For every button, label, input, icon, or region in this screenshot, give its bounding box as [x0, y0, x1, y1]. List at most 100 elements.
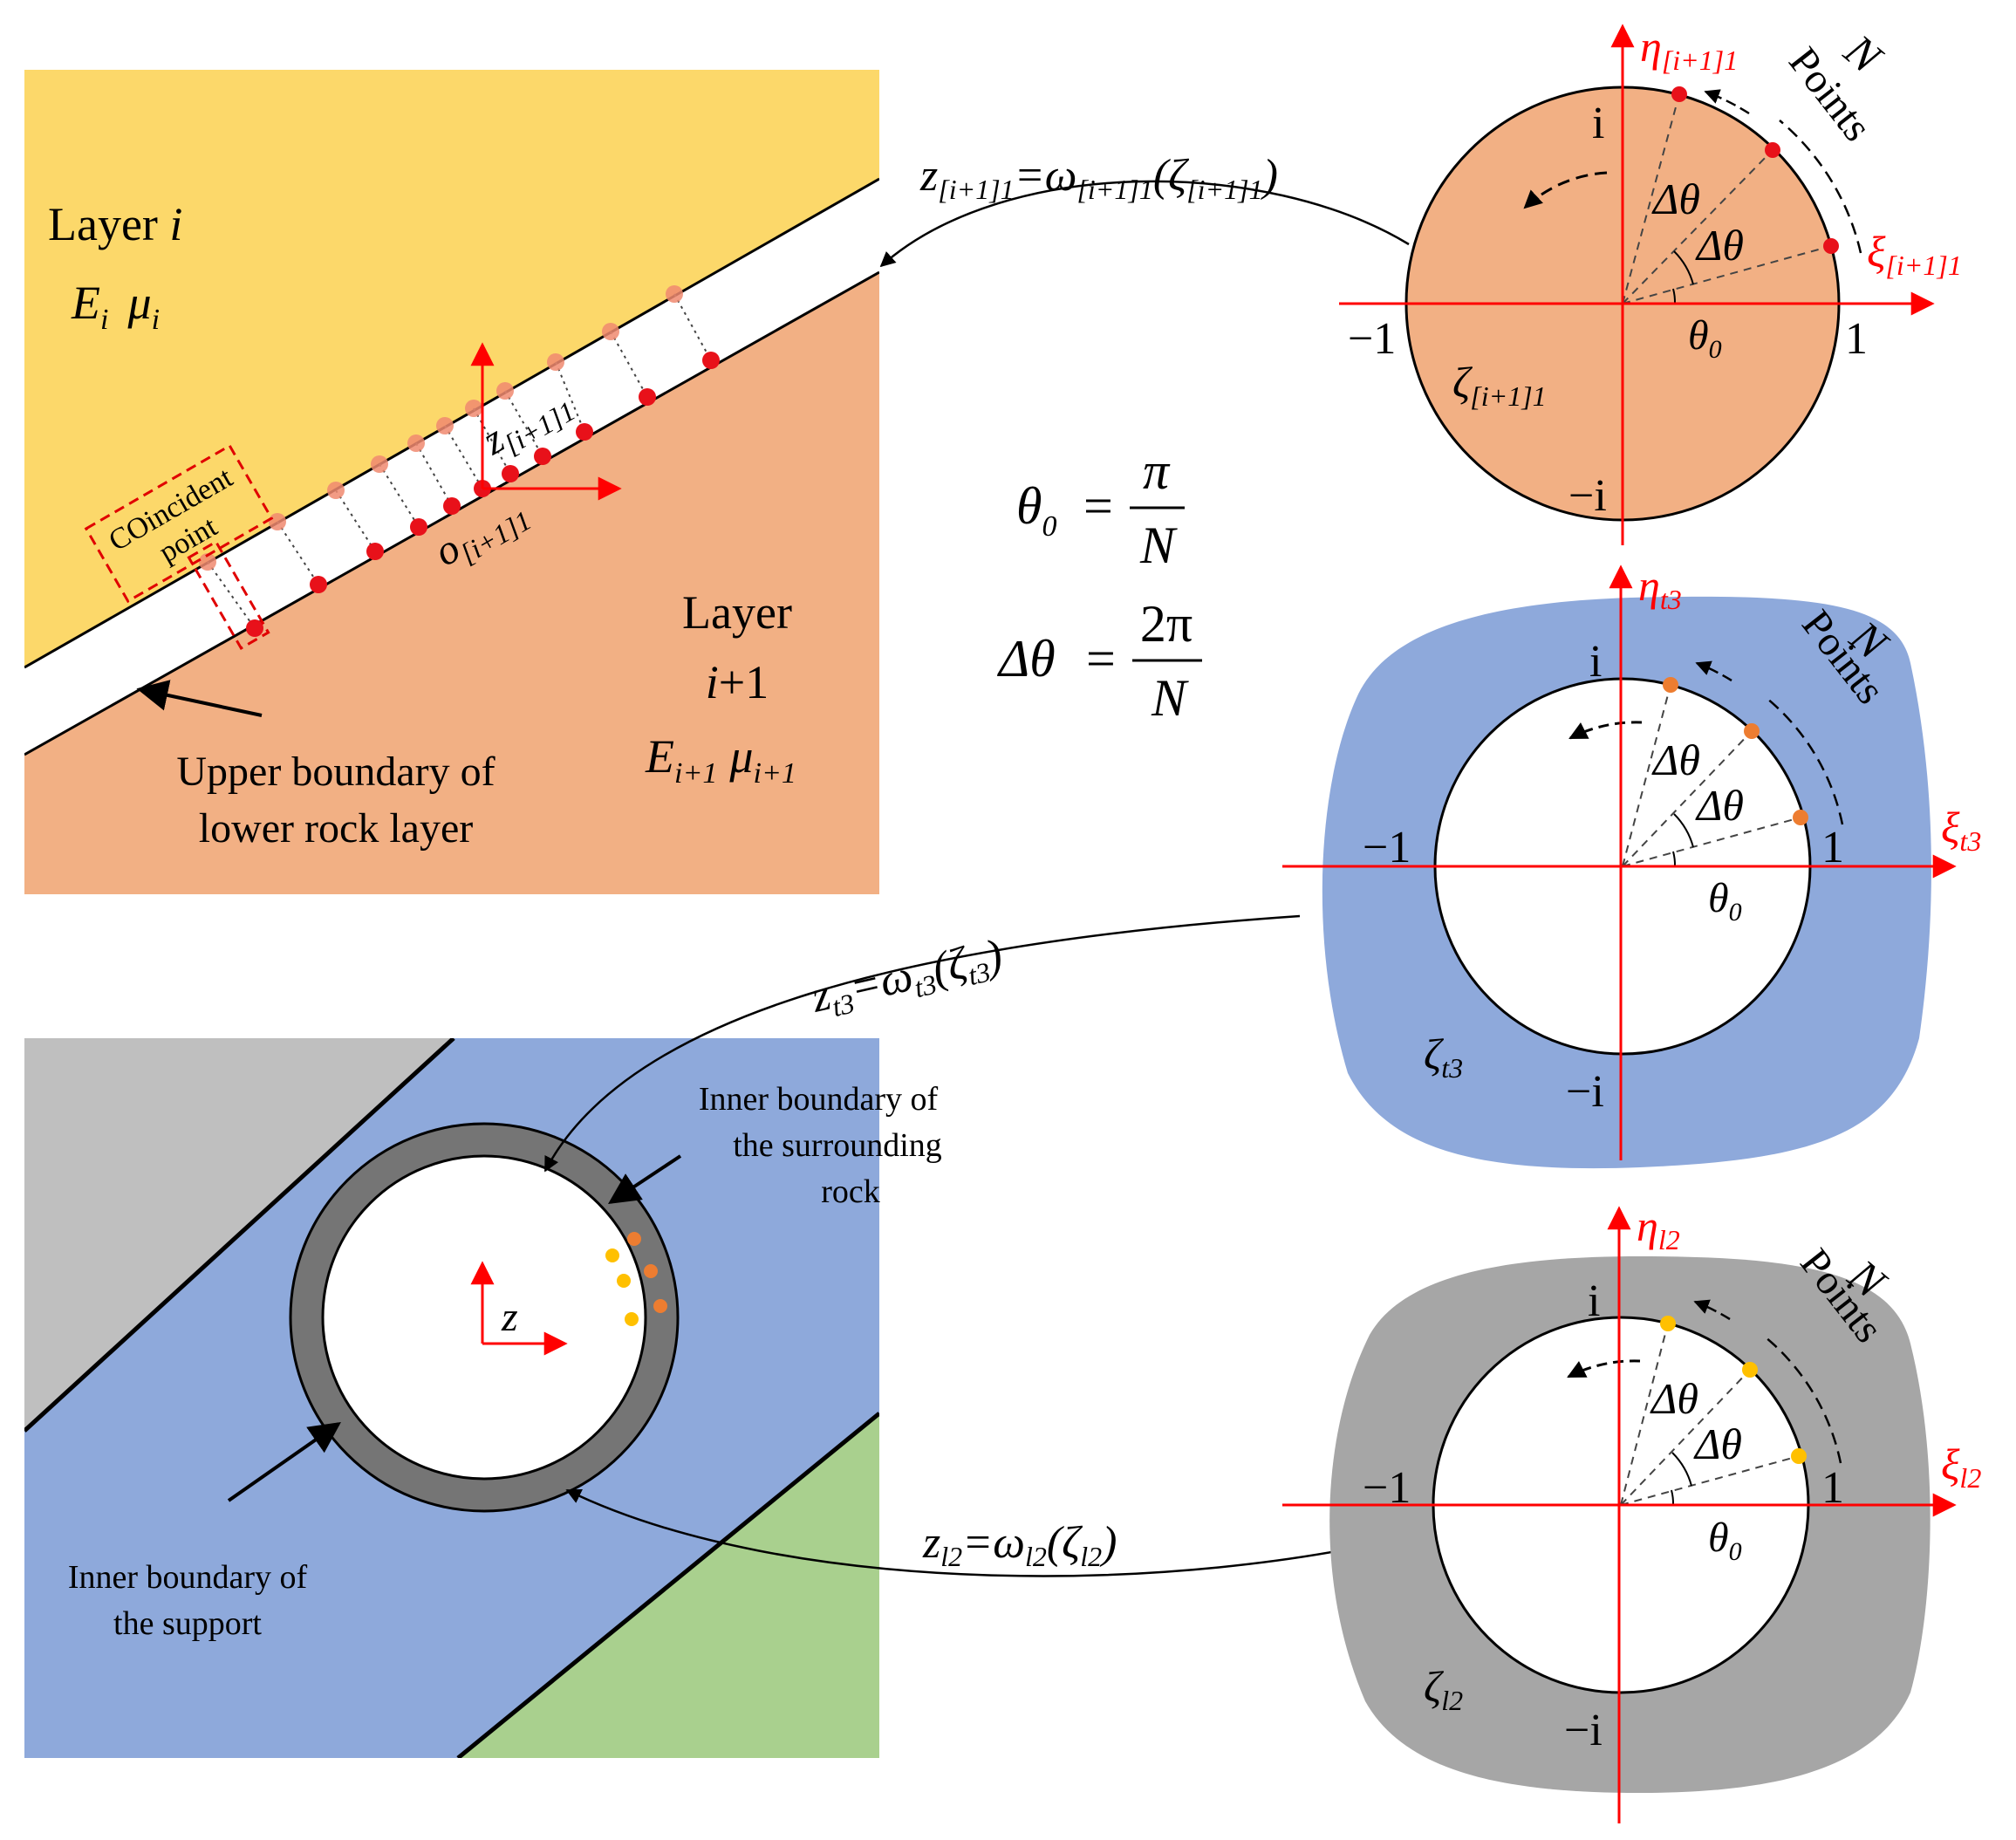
plane-mid-dtheta-arc	[1673, 813, 1694, 848]
plane-bottom-rays	[1620, 1323, 1800, 1506]
tunnel-opening	[321, 1154, 647, 1481]
support-label-line1: Inner boundary of	[68, 1559, 308, 1596]
mapping-bottom: zl2=ωl2(ζl2)	[565, 1488, 1430, 1577]
plane-mid-xi-label: ξt3	[1941, 803, 1981, 857]
plane-bottom-pos-one: 1	[1821, 1463, 1844, 1513]
plane-top-xi-label: ξ[i+1]1	[1867, 227, 1962, 281]
plane-top-point	[1671, 86, 1687, 102]
plane-top-point	[1765, 142, 1780, 158]
plane-mid-neg-one: −1	[1363, 823, 1411, 872]
plane-top-points-arc	[1779, 120, 1862, 254]
plane-mid-dtheta-upper: Δθ	[1651, 735, 1700, 784]
plane-top-theta0: θ0	[1688, 312, 1722, 364]
layer-i1-label-line1: Layer	[682, 586, 792, 639]
theta0-eq: =	[1083, 477, 1113, 535]
surrounding-label-line3: rock	[821, 1173, 880, 1210]
plane-top-neg-one: −1	[1348, 314, 1396, 364]
plane-top-pos-one: 1	[1845, 314, 1868, 364]
grey-boundary	[24, 1038, 455, 1433]
theta0-lhs: θ0	[1016, 477, 1056, 543]
plane-mid-pos-i: i	[1589, 637, 1602, 687]
plane-mid-theta0: θ0	[1708, 875, 1742, 927]
coincident-point-pairs	[199, 285, 720, 637]
mapping-bottom-arrow	[565, 1488, 1430, 1577]
plane-bottom-point	[1791, 1448, 1807, 1464]
plane-mid-points-arrow	[1695, 660, 1732, 682]
plane-top-dtheta-lower: Δθ	[1695, 221, 1744, 270]
layer-i1-label-line2: i+1	[706, 656, 769, 708]
plane-bottom-theta0: θ0	[1708, 1515, 1742, 1566]
layer-i-label: Layer i	[48, 198, 182, 250]
theta0-numerator: π	[1143, 442, 1171, 500]
mapping-top-arrow	[879, 180, 1410, 268]
mapping-mid: zt3=ωt3(ζt3)	[543, 914, 1301, 1173]
dtheta-eq: =	[1086, 630, 1116, 687]
plane-bottom-points-arrow	[1693, 1299, 1731, 1321]
plane-mid-point	[1744, 723, 1760, 739]
interface-gap	[24, 179, 879, 755]
formulas: θ0 = π N Δθ = 2π N	[997, 442, 1202, 727]
surrounding-pointer	[607, 1154, 682, 1204]
plane-mid-rays	[1622, 684, 1801, 867]
mapping-top: z[i+1]1=ω[i+1]1(ζ[i+1]1)	[879, 151, 1410, 268]
plane-mid: ηt3 ξt3 i −i −1 1 Δθ Δθ θ0 ζt3 N Points	[1282, 561, 1981, 1169]
mapping-top-label: z[i+1]1=ω[i+1]1(ζ[i+1]1)	[919, 151, 1278, 205]
plane-bottom-dtheta-upper: Δθ	[1650, 1374, 1698, 1423]
plane-top-rotation-arc	[1523, 171, 1608, 209]
green-boundary	[456, 1412, 879, 1758]
support-pointer	[227, 1421, 341, 1502]
plane-bottom-rotation-arc	[1567, 1359, 1641, 1378]
plane-bottom-dtheta-arc	[1671, 1452, 1692, 1487]
plane-top-points-arrow	[1704, 89, 1750, 115]
plane-top: η[i+1]1 ξ[i+1]1 i −i −1 1 Δθ Δθ θ0 ζ[i+1…	[1339, 22, 1962, 545]
plane-mid-pos-one: 1	[1821, 823, 1844, 872]
plane-bottom-pos-i: i	[1588, 1276, 1600, 1326]
dtheta-lhs: Δθ	[997, 630, 1056, 687]
tunnel-z-label: z	[501, 1294, 518, 1340]
plane-bottom-xi-label: ξl2	[1941, 1440, 1981, 1494]
surrounding-label-line1: Inner boundary of	[699, 1081, 939, 1118]
plane-top-neg-i: −i	[1568, 471, 1607, 521]
plane-mid-neg-i: −i	[1566, 1067, 1604, 1117]
theta0-denominator: N	[1139, 516, 1178, 574]
mapping-bottom-label: zl2=ωl2(ζl2)	[922, 1518, 1117, 1572]
boundary-points	[605, 1232, 667, 1326]
plane-bottom: ηl2 ξl2 i −i −1 1 Δθ Δθ θ0 ζl2 N Points	[1282, 1201, 1981, 1823]
plane-top-dtheta-arc	[1673, 250, 1694, 285]
plane-mid-eta-label: ηt3	[1638, 561, 1682, 615]
plane-bottom-point	[1742, 1362, 1758, 1378]
upper-boundary-label-line1: Upper boundary of	[176, 749, 495, 795]
plane-top-point	[1823, 238, 1839, 254]
plane-mid-point	[1663, 677, 1678, 693]
surrounding-label-line2: the surrounding	[733, 1127, 942, 1164]
plane-top-pos-i: i	[1592, 99, 1604, 148]
plane-bottom-neg-i: −i	[1564, 1706, 1603, 1755]
plane-mid-rotation-arc	[1568, 721, 1643, 740]
plane-bottom-point	[1660, 1316, 1676, 1331]
support-label-line2: the support	[113, 1605, 262, 1642]
plane-mid-point	[1793, 810, 1808, 825]
plane-bottom-eta-label: ηl2	[1637, 1201, 1680, 1255]
plane-top-eta-label: η[i+1]1	[1640, 22, 1738, 76]
plane-top-zeta: ζ[i+1]1	[1452, 358, 1547, 412]
plane-top-dtheta-upper: Δθ	[1651, 174, 1700, 223]
plane-mid-zeta: ζt3	[1424, 1029, 1463, 1084]
coincident-pair-box	[187, 539, 270, 651]
mapping-mid-label: zt3=ωt3(ζt3)	[806, 930, 1008, 1027]
dtheta-numerator: 2π	[1140, 595, 1193, 653]
upper-boundary-pointer	[136, 680, 263, 717]
lower-layer-region	[24, 272, 879, 894]
dtheta-denominator: N	[1151, 669, 1189, 727]
plane-bottom-zeta: ζl2	[1424, 1662, 1463, 1716]
plane-mid-dtheta-lower: Δθ	[1695, 781, 1744, 830]
plane-bottom-dtheta-lower: Δθ	[1693, 1419, 1742, 1468]
mapping-mid-arrow	[543, 914, 1301, 1173]
plane-bottom-neg-one: −1	[1363, 1463, 1411, 1513]
upper-boundary-label-line2: lower rock layer	[199, 805, 474, 852]
tunnel-panel: z Inner boundary of the surrounding rock…	[24, 1038, 942, 1758]
